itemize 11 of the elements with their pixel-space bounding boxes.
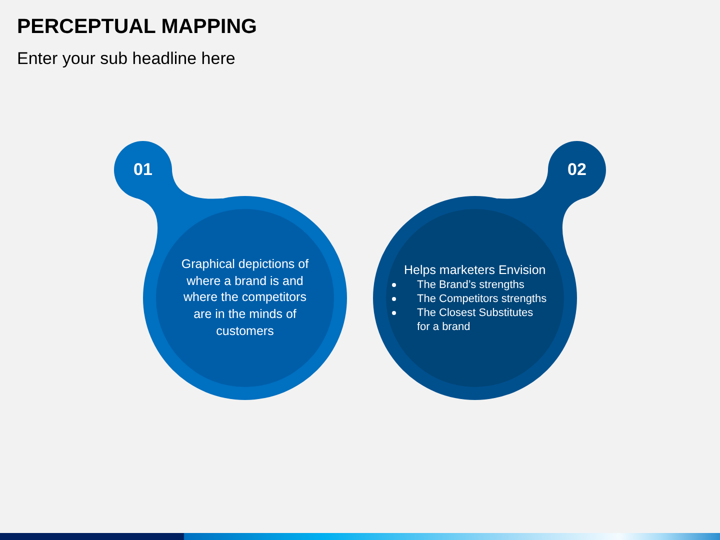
bullet-item: The Competitors strengths xyxy=(417,292,548,306)
body-text: Graphical depictions of where a brand is and where the competitors are in the minds of customers xyxy=(180,256,310,340)
pin-callout xyxy=(373,141,606,400)
body-text: Helps marketers Envision xyxy=(404,262,547,278)
bullet-item: The Closest Substitutes for a brand xyxy=(417,306,534,334)
bullet-item: The Brand’s strengths xyxy=(417,278,526,292)
step-number: 02 xyxy=(566,160,588,180)
subtitle-text: Enter your sub headline here xyxy=(17,49,236,69)
slide-title: PERCEPTUAL MAPPING xyxy=(17,15,257,39)
pin-callout xyxy=(114,141,347,400)
step-number: 01 xyxy=(132,160,154,180)
